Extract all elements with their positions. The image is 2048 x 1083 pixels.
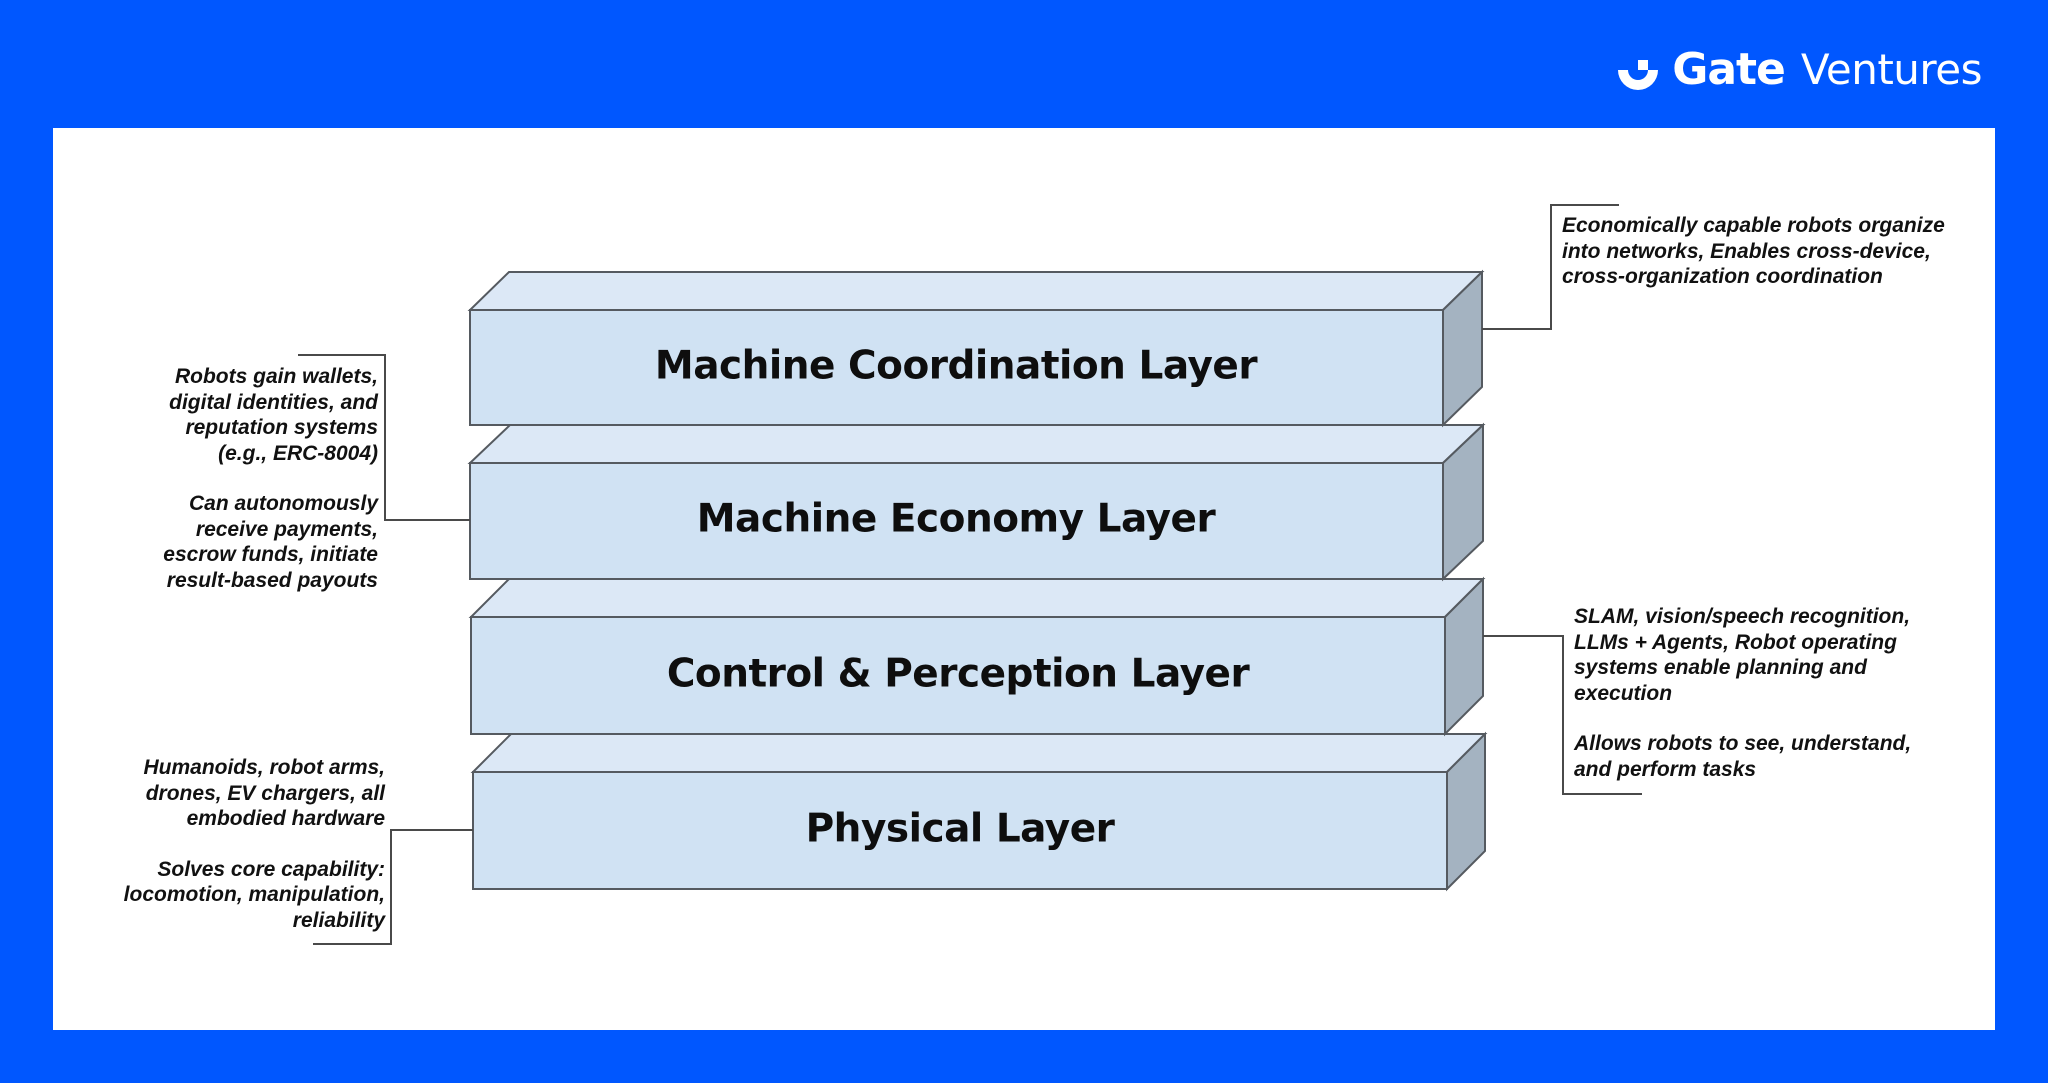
brand-name-gate: Gate bbox=[1672, 44, 1786, 95]
annotation-physical-text-1: Humanoids, robot arms, drones, EV charge… bbox=[143, 756, 385, 830]
annotation-control-text-2: Allows robots to see, understand, and pe… bbox=[1574, 732, 1912, 781]
brand-logo: Gate Ventures bbox=[1614, 42, 1983, 98]
diagram-panel: Physical Layer Control & Perception Laye… bbox=[53, 128, 1995, 1030]
layer-physical: Physical Layer bbox=[470, 731, 1488, 892]
annotation-economy-text-1: Robots gain wallets, digital identities,… bbox=[169, 365, 378, 465]
layer-label-machine-coordination: Machine Coordination Layer bbox=[655, 344, 1258, 389]
annotation-coordination-text: Economically capable robots organize int… bbox=[1562, 214, 1945, 288]
layer-machine-economy: Machine Economy Layer bbox=[467, 422, 1486, 582]
gate-logo-icon bbox=[1618, 50, 1659, 90]
leader-economy bbox=[298, 354, 470, 521]
annotation-control: SLAM, vision/speech recognition, LLMs + … bbox=[1574, 604, 1954, 782]
layer-label-machine-economy: Machine Economy Layer bbox=[697, 497, 1217, 542]
layer-stack-diagram: Physical Layer Control & Perception Laye… bbox=[298, 204, 1642, 945]
layer-control-perception: Control & Perception Layer bbox=[468, 576, 1486, 737]
annotation-economy: Robots gain wallets, digital identities,… bbox=[133, 364, 378, 593]
leader-coordination bbox=[1482, 204, 1619, 330]
leader-control bbox=[1483, 635, 1642, 795]
annotation-coordination: Economically capable robots organize int… bbox=[1562, 213, 1982, 290]
annotation-economy-text-2: Can autonomously receive payments, escro… bbox=[163, 492, 378, 592]
annotation-physical: Humanoids, robot arms, drones, EV charge… bbox=[113, 755, 385, 933]
brand-name-ventures: Ventures bbox=[1800, 45, 1983, 94]
layer-label-control-perception: Control & Perception Layer bbox=[667, 652, 1251, 697]
layer-machine-coordination: Machine Coordination Layer bbox=[467, 269, 1485, 428]
annotation-control-text-1: SLAM, vision/speech recognition, LLMs + … bbox=[1574, 605, 1911, 705]
leader-physical bbox=[313, 829, 473, 945]
annotation-physical-text-2: Solves core capability: locomotion, mani… bbox=[123, 857, 385, 932]
layer-label-physical: Physical Layer bbox=[806, 807, 1116, 852]
